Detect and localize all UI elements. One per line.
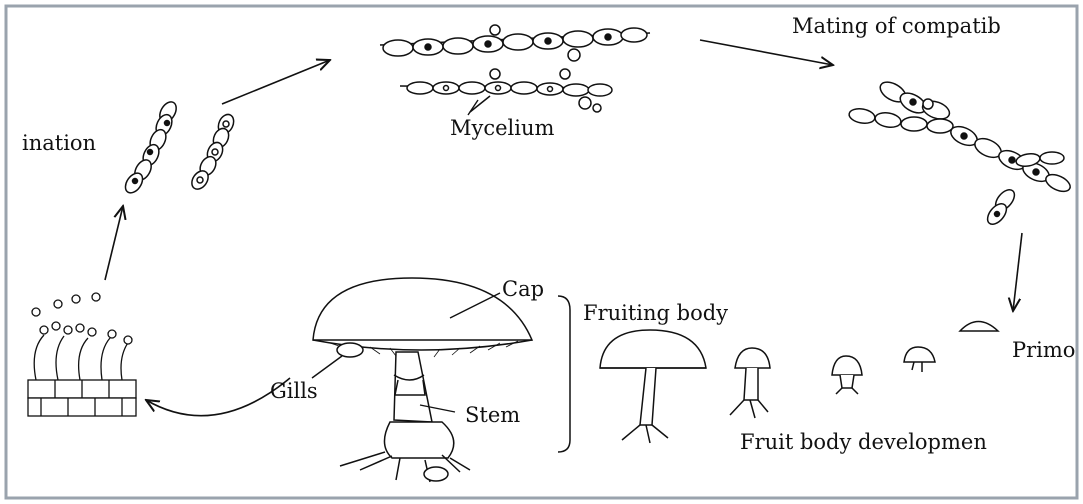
label-germination: ination [22, 131, 96, 155]
mycelium-hyphae [380, 25, 650, 112]
diagram-frame [6, 6, 1077, 498]
label-cap: Cap [502, 277, 544, 301]
arrow-mushroom-to-spores [146, 378, 290, 416]
mating-hyphae [848, 78, 1073, 228]
label-primordia: Primo [1012, 338, 1075, 362]
label-fruit-body-development: Fruit body developmen [740, 430, 987, 454]
arrow-mating-to-primordia [1013, 233, 1022, 311]
arrow-germination-to-mycelium [222, 60, 330, 104]
label-fruiting-body: Fruiting body [583, 301, 728, 325]
fruiting-body-bracket [558, 296, 570, 452]
label-mycelium: Mycelium [450, 116, 554, 140]
primordium [960, 322, 998, 332]
arrow-spores-to-germination [105, 206, 123, 280]
label-mating: Mating of compatib [792, 14, 1001, 38]
fruit-body-development [600, 330, 935, 443]
mature-mushroom [313, 278, 532, 482]
gills-pointer [312, 356, 342, 378]
arrow-mycelium-to-mating [700, 40, 833, 65]
label-gills: Gills [270, 379, 318, 403]
germinating-spores [122, 99, 237, 196]
basidia-and-spores [28, 293, 136, 416]
label-stem: Stem [465, 403, 520, 427]
